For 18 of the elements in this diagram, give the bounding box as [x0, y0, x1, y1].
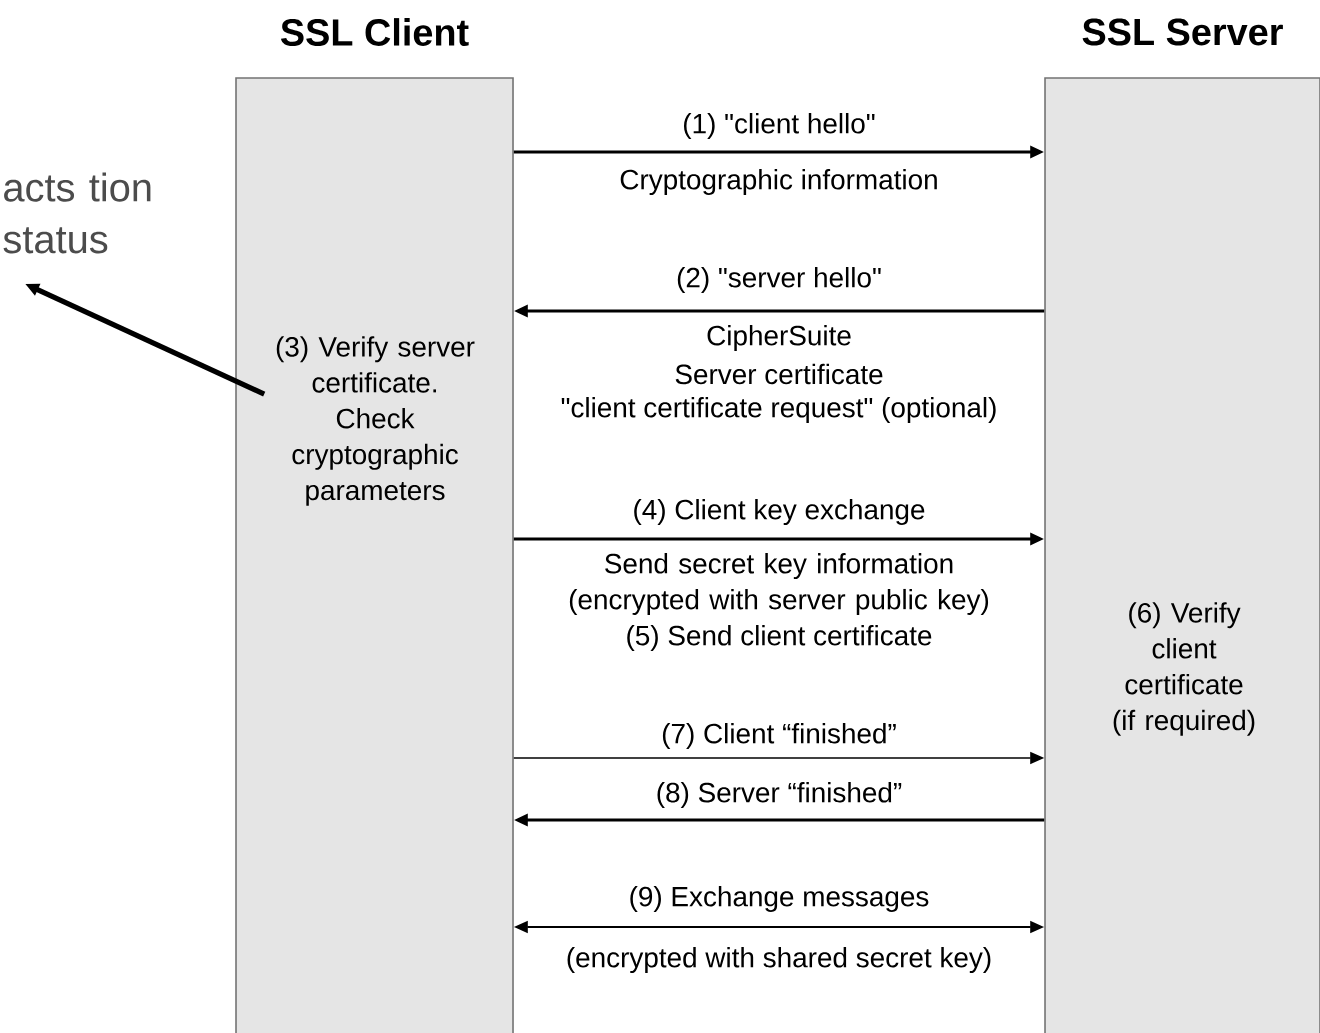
- lane-heading: SSL Client: [280, 18, 469, 46]
- message-text: Server certificate: [675, 363, 883, 385]
- edge-label: (4) Client key exchange: [630, 497, 928, 527]
- message-text: CipherSuite: [707, 325, 851, 351]
- edge-label: (2) "server hello": [674, 265, 884, 295]
- annotation-text: acts tion status: [3, 172, 151, 254]
- message-text: Cryptographic information: [620, 169, 937, 195]
- message-text: "client certificate request" (optional): [561, 397, 996, 423]
- edge-label: (8) Server “finished”: [653, 780, 905, 810]
- step-text: (6) Verify client certificate (if required): [1113, 602, 1255, 736]
- edge-label: (9) Exchange messages: [626, 884, 932, 914]
- message-text: Send secret key information (encrypted with server public key): [569, 553, 989, 615]
- edge-label: (7) Client “finished”: [659, 721, 899, 751]
- message-text: (5) Send client certificate: [627, 625, 932, 651]
- edge-label: (1) "client hello": [680, 111, 878, 141]
- message-text: (encrypted with shared secret key): [567, 947, 991, 973]
- lane-heading: SSL Server: [1082, 18, 1283, 46]
- step-text: (3) Verify server certificate. Check cryptographic parameters: [276, 336, 475, 506]
